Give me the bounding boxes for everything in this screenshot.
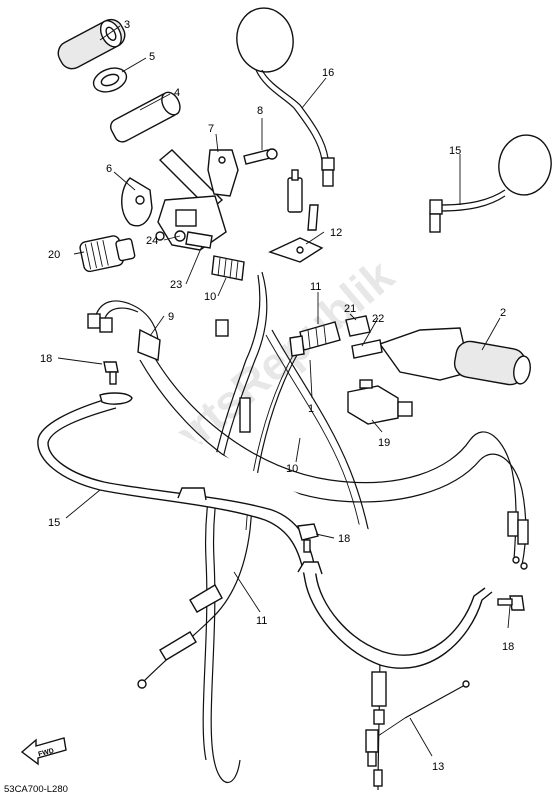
callout-15: 15 [449, 145, 461, 157]
mirror-left [236, 7, 335, 187]
bolt-18-right [497, 595, 525, 611]
callout-1: 1 [308, 403, 314, 415]
callout-5: 5 [149, 51, 155, 63]
callout-labels: 3 5 4 8 7 6 16 15 12 20 24 23 10 11 21 2… [40, 19, 514, 773]
callout-16: 16 [322, 67, 334, 79]
callout-3: 3 [124, 19, 130, 31]
callout-21: 22 [372, 313, 384, 325]
callout-13: 13 [432, 761, 444, 773]
cable-9-upper [87, 300, 161, 361]
callout-18-mid: 18 [338, 533, 350, 545]
left-grip-and-parts [57, 18, 278, 281]
cable-end-fittings [137, 319, 529, 787]
callout-17: 15 [48, 517, 60, 529]
callout-18-right: 18 [502, 641, 514, 653]
callout-19: 19 [378, 437, 390, 449]
handlebar [37, 397, 493, 669]
callout-4: 4 [174, 87, 180, 99]
callout-24: 24 [146, 235, 158, 247]
callout-9: 9 [168, 311, 174, 323]
bracket-group [268, 169, 324, 263]
fwd-arrow: FWD [20, 737, 67, 766]
mirror-right [429, 134, 552, 233]
callout-10: 10 [286, 463, 298, 475]
callout-11-right: 11 [310, 281, 321, 293]
right-grip-and-parts [289, 315, 531, 425]
callout-23: 23 [170, 279, 182, 291]
diagram-code: 53CA700-L280 [4, 784, 68, 795]
callout-22: 20 [48, 249, 60, 261]
callout-14: 12 [330, 227, 342, 239]
callout-12: 11 [256, 615, 267, 627]
callout-18-top: 18 [40, 353, 52, 365]
fwd-label: FWD [38, 748, 55, 759]
callout-2: 2 [500, 307, 506, 319]
callout-11-left: 10 [204, 291, 216, 303]
callout-6: 6 [106, 163, 112, 175]
leader-lines [57, 25, 511, 757]
bolt-18-top [99, 361, 133, 405]
callout-8: 8 [257, 105, 263, 117]
callout-20: 21 [344, 303, 356, 315]
bolt-18-mid [297, 523, 319, 553]
callout-7: 7 [208, 123, 214, 135]
